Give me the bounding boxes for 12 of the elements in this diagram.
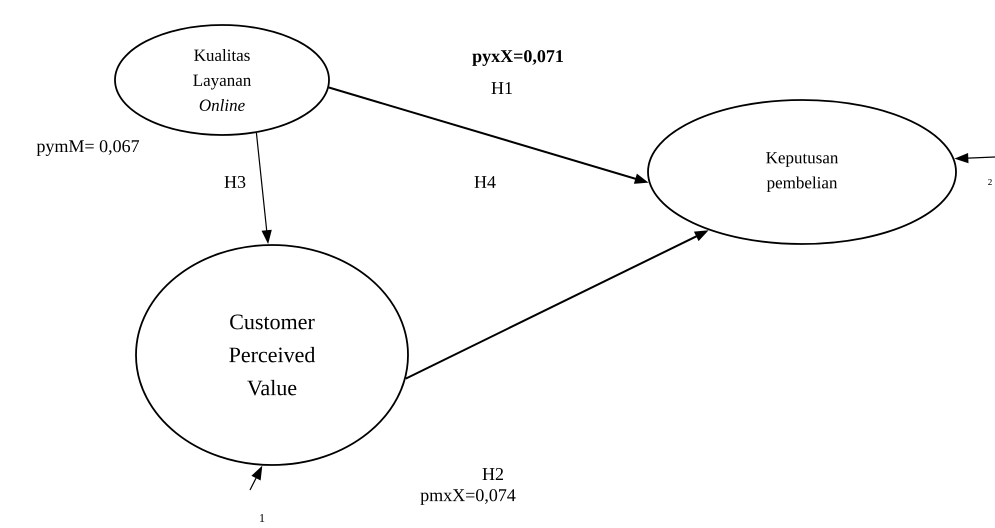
path-label: pyxX=0,071 — [472, 50, 563, 66]
ellipse-node: Keputusan pembelian — [647, 99, 957, 245]
path-label: H4 — [474, 176, 496, 188]
path-label: H2 — [482, 468, 504, 480]
ellipse-node: Kualitas Layanan Online — [114, 24, 330, 136]
path-label: H1 — [492, 82, 512, 94]
path-label: H3 — [224, 176, 246, 188]
path-label: 2 — [988, 179, 992, 185]
ellipse-node: Customer Perceived Value — [135, 244, 409, 466]
path-label: pymM= 0,067 — [36, 140, 140, 156]
path-label: 1 — [260, 514, 264, 522]
path-label: pmxX=0,074 — [420, 489, 516, 505]
